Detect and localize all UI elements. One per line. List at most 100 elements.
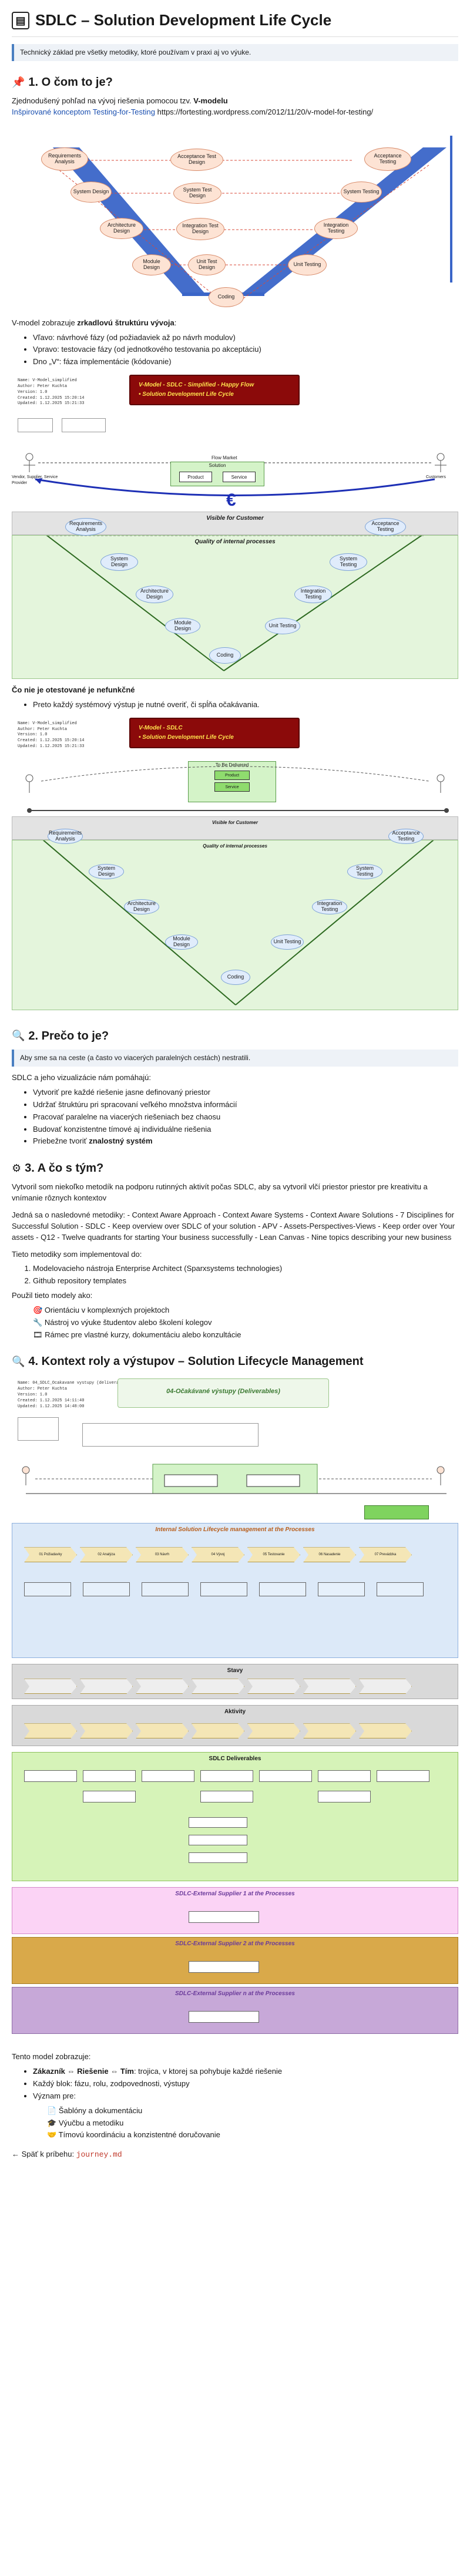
state-chevron [359,1679,412,1694]
v2-green-lines [42,840,434,1005]
sec1-list: Vľavo: návrhové fázy (od požiadaviek až … [33,332,458,368]
lane-aktivity: Aktivity [12,1705,458,1747]
banner-line: V-Model - SDLC [139,724,183,731]
lane-supplier-n: SDLC-External Supplier n at the Processe… [12,1987,458,2034]
phase-chevron: 07 Prevádzka [359,1547,412,1563]
supplier-box [189,1961,259,1973]
quality-label-2: Quality of internal processes [203,843,267,849]
wrench-icon: 🔧 [33,1317,43,1327]
divider [12,36,458,37]
sec1-intro: Zjednodušený pohľad na vývoj riešenia po… [12,96,458,118]
lane-internal: Internal Solution Lifecycle management a… [12,1523,458,1659]
page-title: ▤ SDLC – Solution Development Life Cycle [12,0,458,32]
actors-lines [22,1464,446,1494]
list-item: Priebežne tvoriť znalostný systém [33,1136,458,1147]
figure-2-lines [25,766,449,813]
state-chevron [303,1679,356,1694]
section-3-heading: ⚙ 3. A čo s tým? [12,1160,458,1177]
v3-architecture: Architecture Design [124,899,159,914]
deliverable-box [318,1770,371,1783]
list-item: Vpravo: testovacie fázy (od jednotkového… [33,344,458,355]
section-4-title: 4. Kontext roly a výstupov – Solution Li… [28,1355,364,1368]
meta-line: Author: Peter Kuchta [18,1387,68,1392]
to-be-label: To Be Delivered [215,762,249,768]
lane-supplier-1: SDLC-External Supplier 1 at the Processe… [12,1887,458,1935]
journey-link[interactable]: journey.md [76,2150,122,2160]
document-icon: ▤ [12,11,29,29]
use-text: Nástroj vo výuke študentov alebo školení… [44,1317,212,1327]
list-item: Zákazník ⇔ Riešenie ⇔ Tím: trojica, v kt… [33,2066,458,2077]
state-chevron [80,1679,133,1694]
sec3-p3: Tieto metodiky som implementoval do: [12,1249,142,1259]
value-flow-lines [24,453,446,497]
meta-line: Name: V-Model_simplified [18,721,77,726]
deliverable-box [24,1770,77,1783]
document-icon: 📄 [47,2106,57,2115]
sec4-sublist: 📄 Šablóny a dokumentáciu 🎓 Výučbu a meto… [47,2106,458,2141]
v2-integration: Integration Testing [294,586,332,604]
v-node-integration-testing: Integration Testing [314,217,358,239]
v3-acceptance: Acceptance Testing [388,828,424,844]
process-box [83,1582,130,1597]
banner-line-text: Solution Development Life Cycle [142,391,234,398]
list-item: Preto každý systémový výstup je nutné ov… [33,700,458,711]
lane-title: SDLC-External Supplier n at the Processe… [175,1990,295,1997]
sec3-p4: Použil tieto modely ako: [12,1291,93,1300]
phase-chevron: 02 Analýza [80,1547,133,1563]
use-text: Rámec pre vlastné kurzy, dokumentáciu al… [45,1330,241,1339]
banner-line: • Solution Development Life Cycle [139,734,234,741]
supplier-box [189,1911,259,1923]
sub-text: Šablóny a dokumentáciu [58,2106,143,2115]
v3-system-design: System Design [89,863,124,879]
v3-unit: Unit Testing [271,934,304,950]
list-item: Udržať štruktúru pri spracovaní veľkého … [33,1099,458,1111]
sec1-list-intro-plain: V-model zobrazuje [12,318,78,327]
sec1-intro-plain: Zjednodušený pohľad na vývoj riešenia po… [12,96,194,106]
phase-chevron: 06 Nasadenie [303,1547,356,1563]
service-box: Service [223,472,256,483]
deliverable-box [259,1770,312,1783]
process-box [318,1582,365,1597]
list-item: 🔧 Nástroj vo výuke študentov alebo škole… [33,1317,458,1329]
process-box [200,1582,247,1597]
process-box [24,1582,71,1597]
v-node-acceptance-test-design: Acceptance Test Design [170,148,223,171]
deliverable-box [83,1791,136,1803]
footer-back-link[interactable]: ← Späť k príbehu: journey.md [12,2149,458,2161]
inspiration-link[interactable]: Inšpirované konceptom Testing-for-Testin… [12,107,155,116]
model-metadata-3: Name: 04_SDLC_Ocakavane vystupy (deliver… [18,1381,131,1410]
section-2-heading: 🔍 2. Prečo to je? [12,1028,458,1045]
activity-chevron [359,1723,412,1739]
list-item: Vľavo: návrhové fázy (od požiadaviek až … [33,332,458,344]
note-box [18,1417,59,1441]
list-item: Pracovať paralelne na viacerých riešenia… [33,1112,458,1123]
v-node-module: Module Design [132,254,171,275]
phase-chevron: 05 Testovanie [247,1547,300,1563]
note-box [18,418,53,433]
v2-coding: Coding [209,647,241,664]
activity-chevron [247,1723,300,1739]
v3-module: Module Design [165,934,198,950]
use-text: Orientáciu v komplexných projektoch [44,1305,170,1314]
model-banner-2: V-Model - SDLC • Solution Development Li… [129,717,300,748]
handshake-icon: 🤝 [47,2130,57,2140]
sec3-p2: Jedná sa o nasledovné metodiky: - Contex… [12,1210,455,1242]
state-chevron [192,1679,244,1694]
magnifier-icon: 🔍 [12,1030,25,1042]
sub-text: Výučbu a metodiku [58,2118,124,2127]
customers-label: Customers [426,475,446,480]
quality-internal-processes-2: Quality of internal processes Requiremen… [12,828,458,1010]
meta-line: Author: Peter Kuchta [18,727,68,732]
solution-box: Solution Product Service [170,462,264,487]
v-node-system-design: System Design [70,181,112,203]
sec1-intro-bold: V-modelu [193,96,228,106]
meta-line: Version: 1.0 [18,732,48,738]
subtitle-callout: Technický základ pre všetky metodiky, kt… [12,43,458,62]
ea-model-figure-1: Name: V-Model_simplified Author: Peter K… [12,374,458,680]
list-item: 🤝 Tímovú koordináciu a konzistentné doru… [47,2130,458,2141]
activity-chevron [136,1723,189,1739]
lane-title: Stavy [227,1667,243,1674]
meta-line: Name: V-Model_simplified [18,378,77,384]
state-chevron [247,1679,300,1694]
visible-label-2: Visible for Customer [212,819,258,825]
